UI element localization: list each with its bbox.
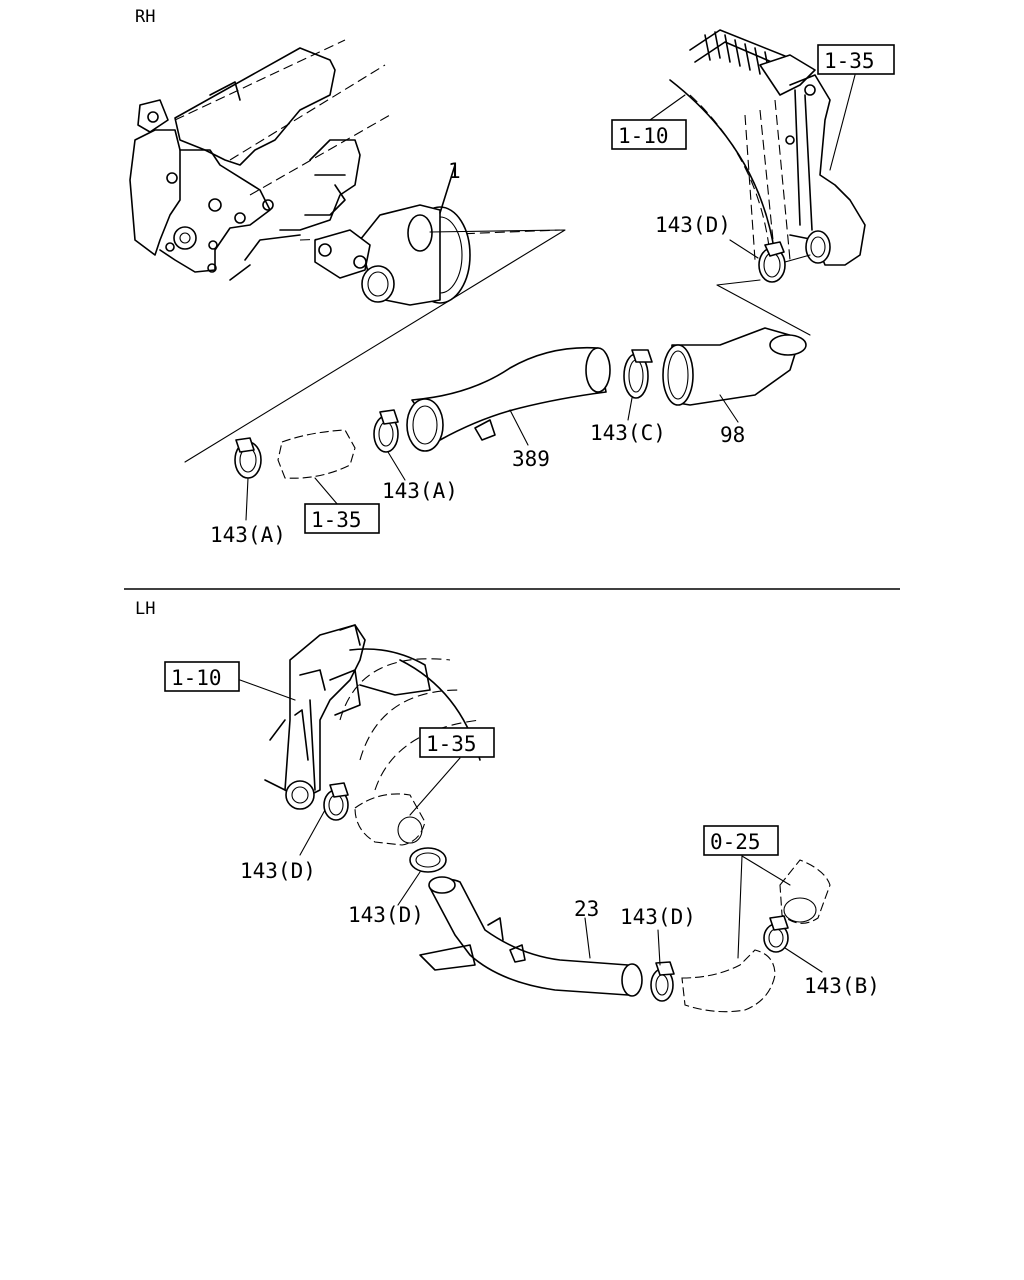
leader-143d-lh-mid <box>397 871 421 906</box>
label-part-1: 1 <box>448 159 461 183</box>
rh-connector-line-right <box>716 279 811 336</box>
rh-clamp-143a-mid <box>373 409 399 453</box>
ref-1-35-bottom[interactable]: 1-35 <box>311 508 362 532</box>
rh-intercooler <box>669 29 866 266</box>
rh-clamp-143d <box>758 241 786 283</box>
lh-clamp-143d-right <box>650 961 675 1002</box>
ref-box-0-25 <box>703 825 779 856</box>
leader-1-35-lh <box>409 757 461 816</box>
lh-clamp-143b <box>763 915 789 953</box>
leader-1-10-lh <box>239 679 296 701</box>
label-143b: 143(B) <box>804 974 880 998</box>
leader-389 <box>509 409 529 446</box>
label-143d-lh-left: 143(D) <box>240 859 316 883</box>
lh-section: LH 1-10 143(D) <box>135 599 880 1013</box>
ref-box-1-10-lh <box>164 661 240 692</box>
leader-1-10-rh <box>649 94 686 121</box>
leader-143d-lh-right <box>657 929 661 966</box>
label-143a-left: 143(A) <box>210 523 286 547</box>
leader-98 <box>719 394 739 423</box>
leader-143a-mid <box>387 451 406 481</box>
lh-pipe-23 <box>419 876 643 997</box>
rh-ghost-hose-1-35 <box>277 429 356 479</box>
ref-box-1-35-lh <box>419 727 495 758</box>
leader-0-25-lower <box>737 855 743 959</box>
rh-hose-98 <box>662 327 807 406</box>
lh-section-label: LH <box>135 599 155 619</box>
rh-engine-block <box>129 39 561 281</box>
lh-ghost-hose-0-25-upper <box>779 859 831 924</box>
label-98: 98 <box>720 423 745 447</box>
label-143d-lh-right: 143(D) <box>620 905 696 929</box>
rh-turbocharger <box>314 204 471 306</box>
ref-box-1-35-top <box>817 44 895 75</box>
label-143a-mid: 143(A) <box>382 479 458 503</box>
rh-clamp-143a-left <box>234 437 262 479</box>
rh-section: RH <box>129 7 895 547</box>
leader-143d-rh <box>729 239 759 259</box>
label-143d-lh-mid: 143(D) <box>348 903 424 927</box>
ref-1-10-rh[interactable]: 1-10 <box>618 124 669 148</box>
leader-143c <box>627 397 633 421</box>
leader-23 <box>584 917 591 959</box>
leader-1-35-top <box>829 74 856 171</box>
rh-section-label: RH <box>135 7 155 27</box>
lh-ghost-hose-0-25-lower <box>681 949 776 1013</box>
lh-ghost-hose-end <box>397 816 423 844</box>
ref-box-1-10 <box>611 119 687 150</box>
leader-143b <box>784 947 823 973</box>
ref-box-1-35-bottom <box>304 503 380 534</box>
ref-1-10-lh[interactable]: 1-10 <box>171 666 222 690</box>
rh-connector-line <box>184 229 566 463</box>
lh-ghost-hose-end <box>783 897 817 923</box>
clamp-line <box>784 254 811 263</box>
rh-clamp-143c <box>623 349 653 399</box>
label-143c: 143(C) <box>590 421 666 445</box>
lh-clamp-143d-left <box>323 782 349 821</box>
ref-0-25[interactable]: 0-25 <box>710 830 761 854</box>
label-143d-rh: 143(D) <box>655 213 731 237</box>
ref-1-35-top[interactable]: 1-35 <box>824 49 875 73</box>
rh-pipe-389 <box>406 346 611 452</box>
lh-clamp-143d-mid <box>409 847 447 873</box>
leader-0-25-upper <box>741 855 791 886</box>
lh-radiator <box>264 624 481 810</box>
leader-143d-lh-left <box>299 809 326 856</box>
label-389: 389 <box>512 447 550 471</box>
leader-1-35-bottom <box>314 477 339 506</box>
leader-1 <box>439 164 456 214</box>
leader-143a-left <box>245 477 249 521</box>
ref-1-35-lh[interactable]: 1-35 <box>426 732 477 756</box>
lh-ghost-hose-1-35 <box>354 793 426 846</box>
label-23: 23 <box>574 897 599 921</box>
